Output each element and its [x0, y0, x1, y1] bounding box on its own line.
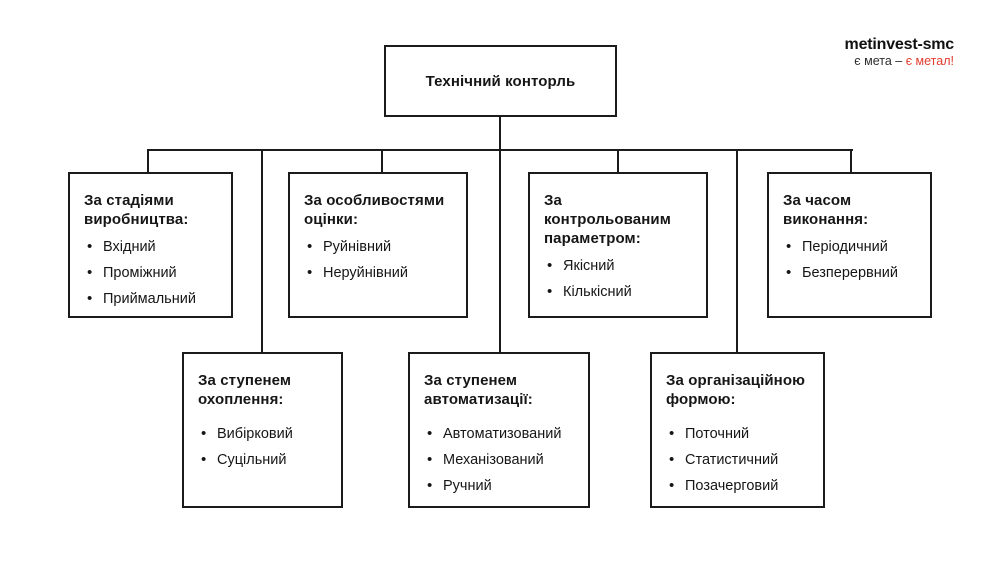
branch-title: За часом виконання: — [783, 192, 869, 228]
list-item: Позачерговий — [666, 476, 810, 496]
logo: metinvest-smc є мета – є метал! — [844, 36, 955, 69]
list-item: Ручний — [424, 476, 575, 496]
logo-tagline-accent: є метал! — [905, 53, 954, 68]
list-item: Проміжний — [84, 263, 218, 283]
list-item: Руйнівний — [304, 237, 453, 257]
list-item: Поточний — [666, 424, 810, 444]
connector-main-horizontal — [147, 149, 853, 151]
branch-list: ВибірковийСуцільний — [198, 424, 328, 470]
list-item: Механізований — [424, 450, 575, 470]
logo-tagline-plain: є мета – — [854, 53, 906, 68]
branch-title: За ступенем автоматизації: — [424, 372, 533, 408]
root-node: Технічний конторль — [384, 45, 617, 117]
list-item: Неруйнівний — [304, 263, 453, 283]
branch-list: ПоточнийСтатистичнийПозачерговий — [666, 424, 810, 496]
branch-list: ПеріодичнийБезперервний — [783, 237, 917, 283]
branch-title: За організаційною формою: — [666, 372, 805, 408]
branch-title: За стадіями виробництва: — [84, 192, 189, 228]
branch-list: АвтоматизованийМеханізованийРучний — [424, 424, 575, 496]
root-title: Технічний конторль — [425, 72, 576, 90]
branch-title: За ступенем охоплення: — [198, 372, 292, 408]
connector-drop-evaluation — [381, 149, 383, 173]
branch-list: ВхіднийПроміжнийПриймальний — [84, 237, 218, 309]
branch-box-stages: За стадіями виробництва: ВхіднийПроміжни… — [68, 172, 233, 318]
list-item: Приймальний — [84, 289, 218, 309]
logo-name: metinvest-smc — [844, 36, 955, 53]
branch-box-coverage: За ступенем охоплення: ВибірковийСуцільн… — [182, 352, 343, 508]
list-item: Періодичний — [783, 237, 917, 257]
list-item: Вибірковий — [198, 424, 328, 444]
branch-list: РуйнівнийНеруйнівний — [304, 237, 453, 283]
list-item: Безперервний — [783, 263, 917, 283]
logo-tagline: є мета – є метал! — [845, 53, 954, 69]
branch-box-time: За часом виконання: ПеріодичнийБезперерв… — [767, 172, 932, 318]
connector-drop-parameter — [617, 149, 619, 173]
branch-title: За особливостями оцінки: — [304, 192, 445, 228]
list-item: Вхідний — [84, 237, 218, 257]
branch-box-evaluation: За особливостями оцінки: РуйнівнийНеруйн… — [288, 172, 468, 318]
branch-box-parameter: За контрольованим параметром: ЯкіснийКіл… — [528, 172, 708, 318]
branch-list: ЯкіснийКількісний — [544, 256, 693, 302]
connector-drop-organization — [736, 149, 738, 353]
list-item: Якісний — [544, 256, 693, 276]
branch-box-automation: За ступенем автоматизації: Автоматизован… — [408, 352, 590, 508]
connector-root-vertical — [499, 116, 501, 353]
list-item: Суцільний — [198, 450, 328, 470]
connector-drop-stages — [147, 149, 149, 173]
connector-drop-time — [850, 149, 852, 173]
branch-title: За контрольованим параметром: — [544, 192, 671, 247]
list-item: Автоматизований — [424, 424, 575, 444]
list-item: Кількісний — [544, 282, 693, 302]
branch-box-organization: За організаційною формою: ПоточнийСтатис… — [650, 352, 825, 508]
list-item: Статистичний — [666, 450, 810, 470]
connector-drop-coverage — [261, 149, 263, 353]
